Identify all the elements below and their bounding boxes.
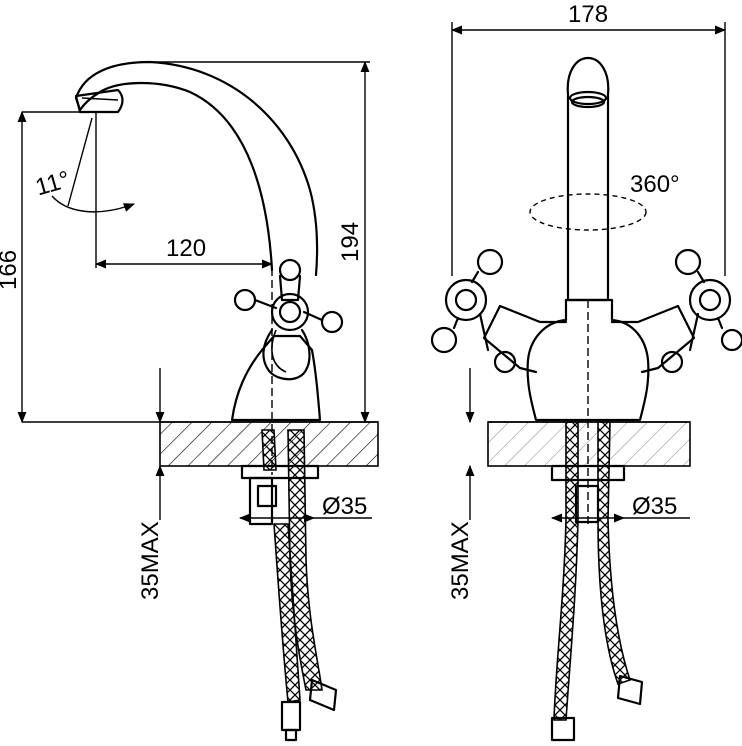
dim-194: 194 <box>337 222 364 262</box>
rotation-ellipse <box>529 193 647 231</box>
cross-handle-left <box>430 248 517 374</box>
dim-diameter-35-left: Ø35 <box>322 493 367 520</box>
faucet-body-side <box>230 334 322 422</box>
braided-hose-right-a <box>553 421 579 721</box>
cross-handle-side <box>233 258 344 381</box>
spout-column-front <box>566 56 610 302</box>
side-view: 166 194 120 11° 35MAX Ø35 <box>0 60 379 742</box>
dim-35max-right: 35MAX <box>447 521 474 600</box>
mounting-nut-left <box>240 464 320 480</box>
dim-178: 178 <box>568 1 608 28</box>
countertop-section-right <box>487 421 691 467</box>
dim-35max-left: 35MAX <box>137 521 164 600</box>
dim-166: 166 <box>0 250 22 290</box>
dim-120: 120 <box>166 235 206 262</box>
dim-11-degrees: 11° <box>32 166 73 201</box>
cross-handle-right <box>660 248 742 374</box>
braided-hose-right-b <box>597 421 632 686</box>
dim-diameter-35-right: Ø35 <box>632 493 677 520</box>
dim-360-degrees: 360° <box>630 171 680 198</box>
front-view: 360° <box>430 1 742 742</box>
